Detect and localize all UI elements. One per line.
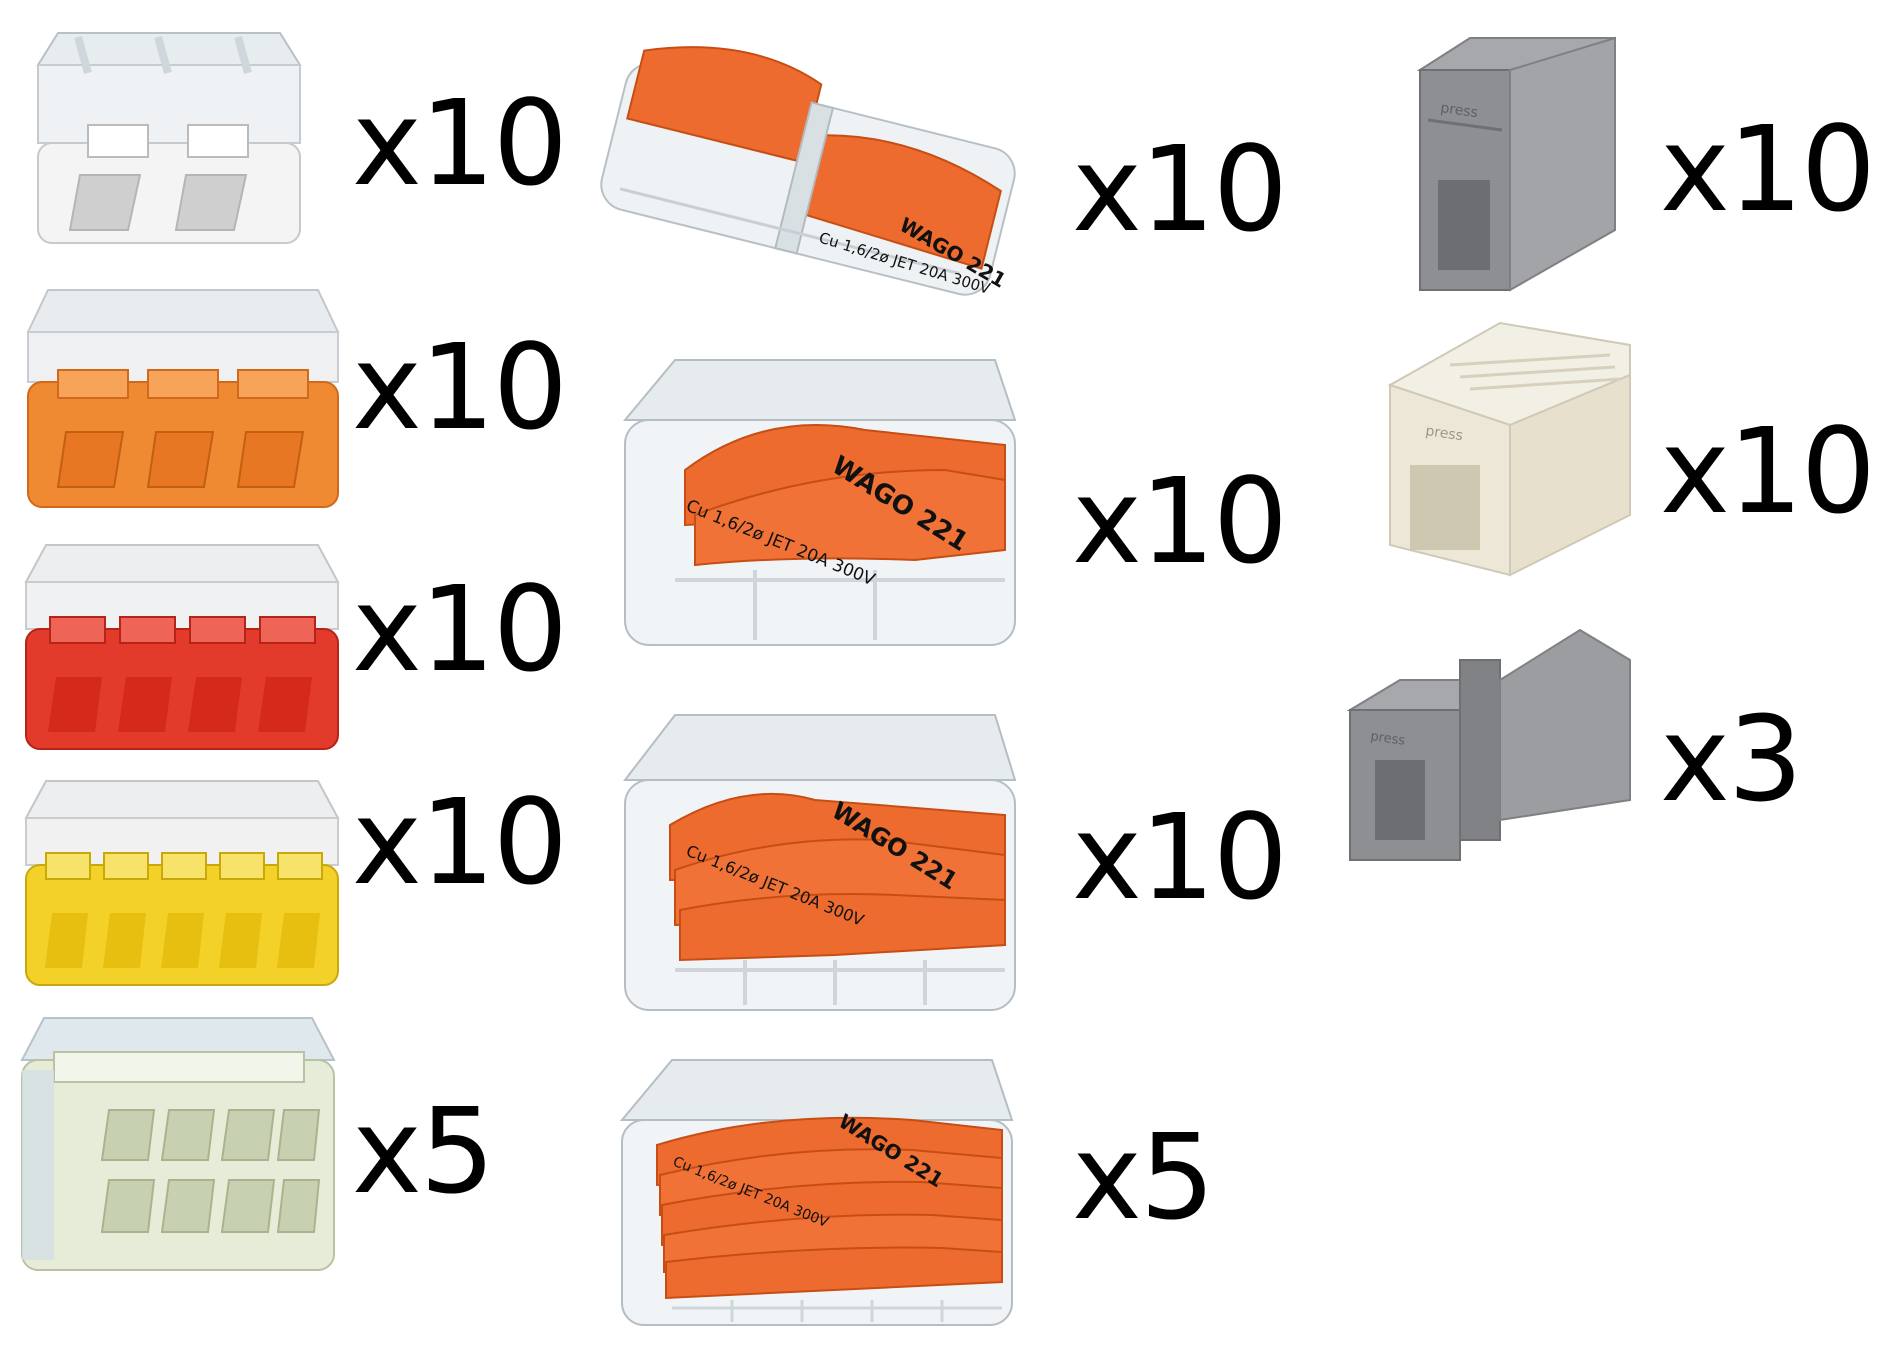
connector-2773-8port-image xyxy=(20,1017,336,1271)
quantity-label: x10 xyxy=(1660,100,1876,238)
connector-221-inline-image: WAGO 221 Cu 1,6/2ø JET 20A 300V xyxy=(600,46,1016,298)
connector-224-grey-image: press xyxy=(1416,36,1616,292)
connector-224-inline-image: press xyxy=(1346,628,1631,861)
quantity-label: x5 xyxy=(352,1082,495,1220)
quantity-label: x10 xyxy=(352,318,568,456)
quantity-label: x10 xyxy=(1072,452,1288,590)
connector-221-2port-image: WAGO 221 Cu 1,6/2ø JET 20A 300V xyxy=(622,359,1017,646)
quantity-label: x10 xyxy=(1072,788,1288,926)
connector-221-5port-image: WAGO 221 Cu 1,6/2ø JET 20A 300V xyxy=(619,1059,1014,1326)
quantity-label: x5 xyxy=(1072,1108,1215,1246)
connector-221-3port-image: WAGO 221 Cu 1,6/2ø JET 20A 300V xyxy=(622,714,1017,1011)
connector-2773-3port-image xyxy=(26,289,340,508)
quantity-label: x10 xyxy=(352,560,568,698)
connector-2773-2port-image xyxy=(36,32,302,244)
press-button-text: press xyxy=(1424,423,1463,444)
quantity-label: x10 xyxy=(352,74,568,212)
quantity-label: x10 xyxy=(1660,402,1876,540)
quantity-label: x10 xyxy=(352,773,568,911)
connector-2773-5port-image xyxy=(24,780,340,986)
connector-2773-4port-image xyxy=(24,544,340,750)
press-button-text: press xyxy=(1439,100,1478,121)
quantity-label: x3 xyxy=(1660,690,1803,828)
press-button-text: press xyxy=(1369,729,1406,749)
connector-224-white-image: press xyxy=(1387,321,1631,577)
quantity-label: x10 xyxy=(1072,120,1288,258)
